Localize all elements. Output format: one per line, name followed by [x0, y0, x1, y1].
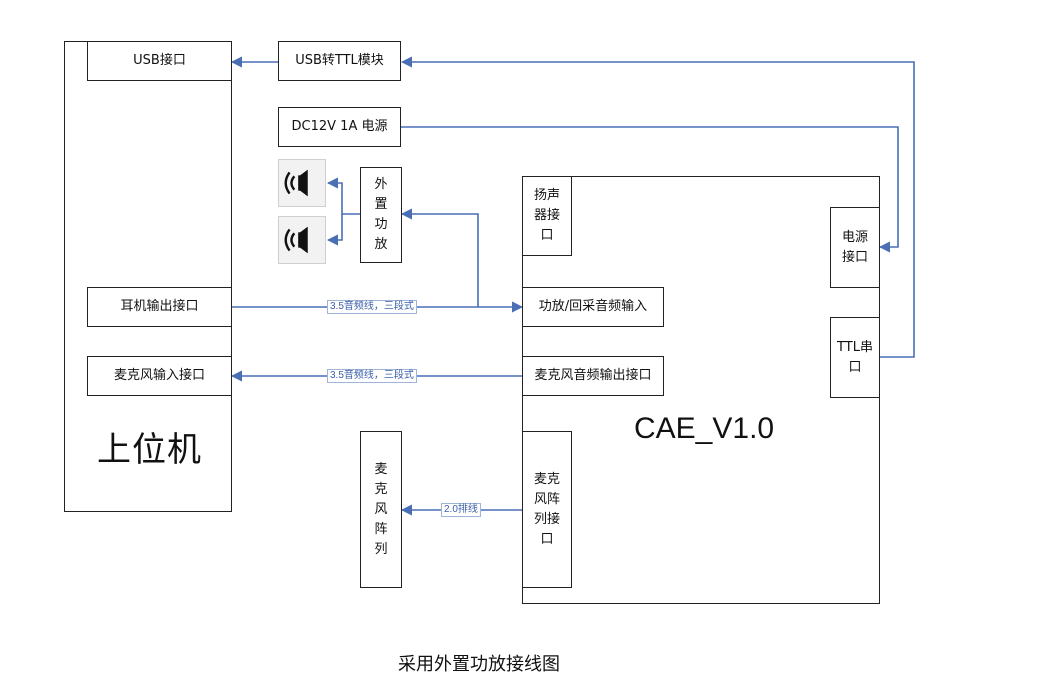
mic-array: 麦 克 风 阵 列 [360, 431, 402, 588]
host-computer-box [64, 41, 232, 512]
host-title: 上位机 [97, 430, 202, 470]
wire-branch-to-amp [400, 208, 479, 307]
wire-ttl-to-usbttl [400, 56, 915, 358]
host-headphone-out: 耳机输出接口 [87, 287, 232, 327]
speaker-2 [278, 216, 326, 264]
edge-label-audio-2: 3.5音频线，三段式 [327, 369, 417, 383]
external-amplifier: 外 置 功 放 [360, 167, 402, 263]
board-mic-audio-out: 麦克风音频输出接口 [522, 356, 664, 396]
host-mic-in: 麦克风输入接口 [87, 356, 232, 396]
wire-amp-to-speaker-1 [326, 177, 360, 215]
power-supply: DC12V 1A 电源 [278, 107, 401, 147]
board-title: CAE_V1.0 [634, 412, 775, 445]
speaker-icon [284, 169, 308, 197]
board-amp-input: 功放/回采音频输入 [522, 287, 664, 327]
usb-ttl-module: USB转TTL模块 [278, 41, 401, 81]
board-speaker-port: 扬声 器接 口 [522, 176, 572, 256]
wire-power [400, 126, 899, 253]
edge-label-audio-1: 3.5音频线，三段式 [327, 300, 417, 314]
board-ttl-port: TTL串 口 [830, 317, 880, 398]
speaker-icon [284, 226, 308, 254]
edge-label-ribbon: 2.0排线 [441, 503, 481, 517]
board-power-port: 电源 接口 [830, 207, 880, 288]
wire-amp-to-speaker-2 [326, 214, 343, 246]
host-usb-port: USB接口 [87, 41, 232, 81]
speaker-1 [278, 159, 326, 207]
board-mic-array-port: 麦克 风阵 列接 口 [522, 431, 572, 588]
figure-caption: 采用外置功放接线图 [398, 654, 560, 675]
